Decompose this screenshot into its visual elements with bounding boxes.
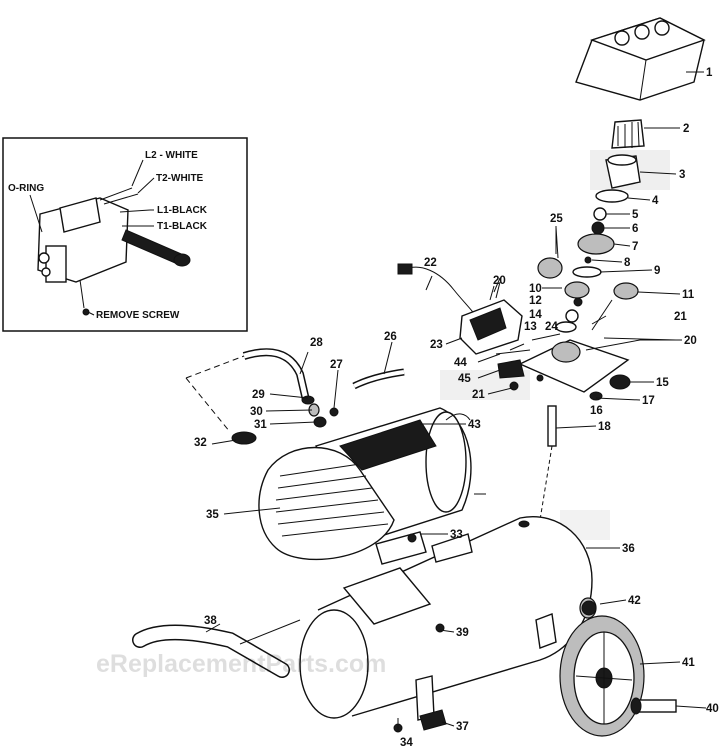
callout-22: 22 bbox=[424, 257, 437, 269]
part-nut bbox=[581, 600, 597, 616]
callout-17: 17 bbox=[642, 395, 655, 407]
callout-33: 33 bbox=[450, 529, 463, 541]
callout-20-right: 20 bbox=[684, 335, 697, 347]
part-tube bbox=[539, 405, 557, 521]
callout-40: 40 bbox=[706, 703, 719, 715]
callout-numbers: 1 2 3 4 5 6 7 8 9 10 11 12 13 14 15 16 1… bbox=[194, 67, 719, 749]
part-tube-26 bbox=[352, 368, 405, 390]
callout-3: 3 bbox=[679, 169, 685, 181]
part-shroud bbox=[575, 17, 706, 101]
part-fittings-44-45 bbox=[495, 349, 531, 379]
callout-2: 2 bbox=[683, 123, 689, 135]
part-screw-33 bbox=[407, 533, 417, 543]
callout-12: 12 bbox=[529, 295, 542, 307]
callout-leaders bbox=[205, 71, 707, 732]
callout-38: 38 bbox=[204, 615, 217, 627]
callout-44: 44 bbox=[454, 357, 467, 369]
callout-30: 30 bbox=[250, 406, 263, 418]
callout-10: 10 bbox=[529, 283, 542, 295]
callout-25: 25 bbox=[550, 213, 563, 225]
callout-28: 28 bbox=[310, 337, 323, 349]
part-brackets bbox=[342, 531, 557, 731]
part-wheel bbox=[559, 615, 645, 737]
callout-7: 7 bbox=[632, 241, 638, 253]
part-handle bbox=[132, 619, 301, 678]
callout-39: 39 bbox=[456, 627, 469, 639]
callout-14: 14 bbox=[529, 309, 542, 321]
callout-13: 13 bbox=[524, 321, 537, 333]
callout-4: 4 bbox=[652, 195, 659, 207]
callout-18: 18 bbox=[598, 421, 611, 433]
callout-31: 31 bbox=[254, 419, 267, 431]
inset-label-remove-screw: REMOVE SCREW bbox=[96, 310, 180, 321]
wiring-inset: L2 - WHITE T2-WHITE O-RING L1-BLACK T1-B… bbox=[2, 137, 248, 332]
callout-24: 24 bbox=[545, 321, 558, 333]
inset-label-l1: L1-BLACK bbox=[157, 205, 208, 216]
callout-11: 11 bbox=[682, 289, 695, 301]
callout-36: 36 bbox=[622, 543, 635, 555]
part-motor bbox=[258, 407, 472, 560]
callout-26: 26 bbox=[384, 331, 397, 343]
part-stack-3-8 bbox=[572, 154, 641, 278]
part-valve-plate bbox=[509, 339, 641, 401]
inset-label-t2: T2-WHITE bbox=[156, 173, 204, 184]
callout-45: 45 bbox=[458, 373, 471, 385]
callout-20-top: 20 bbox=[493, 275, 506, 287]
callout-27: 27 bbox=[330, 359, 343, 371]
inset-label-oring: O-RING bbox=[8, 183, 44, 194]
callout-9: 9 bbox=[654, 265, 660, 277]
watermark: eReplacementParts.com bbox=[96, 650, 386, 678]
pressure-switch-detail bbox=[37, 187, 191, 316]
callout-32: 32 bbox=[194, 437, 207, 449]
inset-label-t1: T1-BLACK bbox=[157, 221, 208, 232]
callout-21-right: 21 bbox=[674, 311, 687, 323]
part-air-filter bbox=[611, 119, 645, 149]
callout-8: 8 bbox=[624, 257, 631, 269]
callout-35: 35 bbox=[206, 509, 219, 521]
callout-5: 5 bbox=[632, 209, 639, 221]
part-valve-components bbox=[537, 226, 639, 333]
callout-16: 16 bbox=[590, 405, 603, 417]
callout-37: 37 bbox=[456, 721, 469, 733]
callout-15: 15 bbox=[656, 377, 669, 389]
callout-29: 29 bbox=[252, 389, 265, 401]
callout-21-left: 21 bbox=[472, 389, 485, 401]
part-pressure-switch bbox=[397, 263, 523, 355]
callout-23: 23 bbox=[430, 339, 443, 351]
callout-1: 1 bbox=[706, 67, 713, 79]
callout-6: 6 bbox=[632, 223, 638, 235]
callout-42: 42 bbox=[628, 595, 641, 607]
part-axle-bolt bbox=[630, 697, 677, 715]
callout-43: 43 bbox=[468, 419, 481, 431]
callout-41: 41 bbox=[682, 657, 695, 669]
callout-34: 34 bbox=[400, 737, 413, 749]
inset-label-l2: L2 - WHITE bbox=[145, 150, 198, 161]
